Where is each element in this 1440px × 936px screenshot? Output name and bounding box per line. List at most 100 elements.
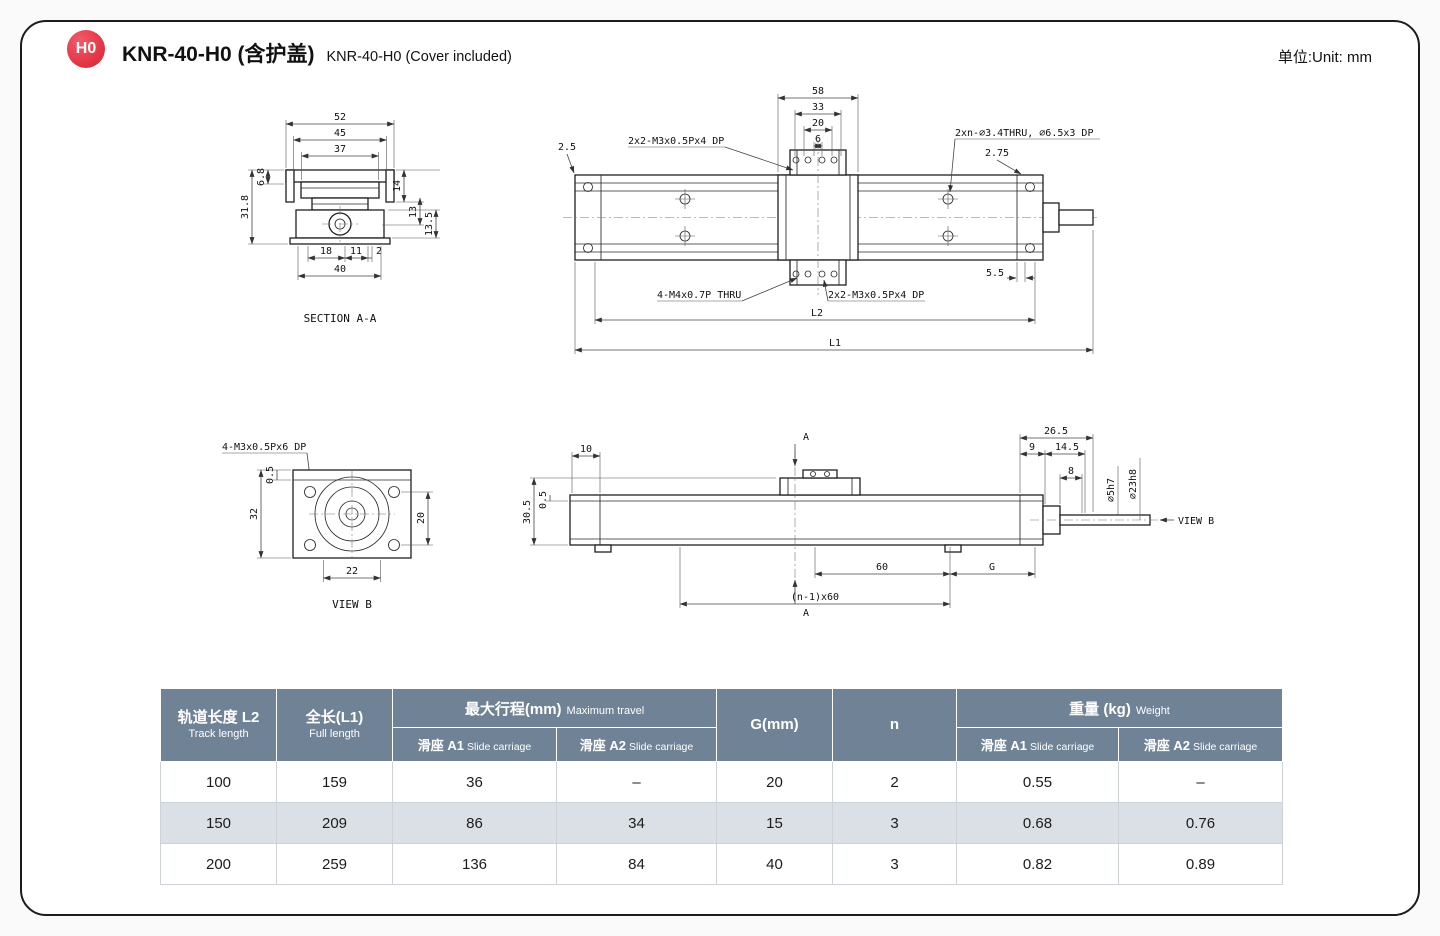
header-travel-a1-zh: 滑座 A1 [417, 737, 465, 753]
shaft-side-outline [1030, 505, 1168, 535]
view-b-pointer-label: VIEW B [1178, 516, 1214, 527]
header-max-travel-zh: 最大行程(mm) [464, 700, 562, 718]
table-row: 150 209 86 34 15 3 0.68 0.76 [160, 802, 1284, 844]
rail-side-outline [569, 494, 1044, 553]
dim-5-5: 5.5 [986, 268, 1004, 279]
header-weight-a2-en: Slide carriage [1193, 740, 1258, 753]
view-b-outline [292, 469, 412, 559]
table-row: 200 259 136 84 40 3 0.82 0.89 [160, 843, 1284, 885]
dim-L2: L2 [811, 308, 823, 319]
table-row: 100 159 36 – 20 2 0.55 – [160, 761, 1284, 803]
dim-37: 37 [334, 144, 346, 155]
section-aa-outline [285, 169, 395, 245]
header-max-travel: 最大行程(mm)Maximum travel [391, 688, 718, 728]
section-aa-caption: SECTION A-A [304, 312, 377, 325]
dim-0-5: 0.5 [265, 466, 276, 484]
dim-6-8: 6.8 [256, 168, 267, 186]
dim-11: 11 [350, 246, 362, 257]
dim-45: 45 [334, 128, 346, 139]
spec-cell: 0.82 [956, 843, 1120, 885]
label-thread-view-b: 4-M3x0.5Px6 DP [222, 442, 306, 453]
dim-6: 6 [815, 134, 821, 145]
rail-mounting-holes [675, 189, 958, 246]
dim-13-5: 13.5 [424, 212, 435, 236]
header-full-length: 全长(L1) Full length [276, 688, 393, 762]
dim-2: 2 [376, 246, 382, 257]
header-full-length-en: Full length [309, 727, 360, 740]
view-b-drawing: 4-M3x0.5Px6 DP 32 0.5 [222, 442, 433, 611]
dim-G: G [989, 562, 995, 573]
header-weight-a2-zh: 滑座 A2 [1143, 737, 1191, 753]
section-cut-marks: A A [792, 432, 809, 619]
header-n-label: n [889, 716, 900, 733]
header-travel-a1-en: Slide carriage [467, 740, 532, 753]
dim-58: 58 [812, 86, 824, 97]
spec-cell: 100 [160, 761, 277, 803]
spec-cell: 0.55 [956, 761, 1120, 803]
dim-14-5: 14.5 [1055, 442, 1079, 453]
header-travel-a2-en: Slide carriage [629, 740, 694, 753]
model-badge: H0 [67, 30, 105, 68]
header-track-length-zh: 轨道长度 L2 [177, 708, 260, 726]
spec-cell: 84 [555, 843, 718, 885]
spec-cell: 36 [392, 761, 557, 803]
dim-8: 8 [1068, 466, 1074, 477]
header-weight-a1-en: Slide carriage [1030, 740, 1095, 753]
header-full-length-zh: 全长(L1) [305, 708, 364, 726]
spec-cell: 86 [392, 802, 557, 844]
label-thread-bottom-left: 4-M4x0.7P THRU [657, 290, 741, 301]
spec-cell: 209 [276, 802, 393, 844]
spec-cell: 150 [160, 802, 277, 844]
top-view-dimensions: 58 33 20 6 2.5 2x2-M3x0.5Px4 DP 2xn-∅3.4… [558, 86, 1100, 354]
dim-n-1-x60: (n-1)x60 [791, 592, 839, 603]
dim-13: 13 [408, 206, 419, 218]
section-aa-drawing: 52 45 37 31.8 6.8 14 13 1 [240, 112, 440, 325]
dim-18: 18 [320, 246, 332, 257]
dim-20-view-b: 20 [416, 512, 427, 524]
dim-26-5: 26.5 [1044, 426, 1068, 437]
label-thread-top-left: 2x2-M3x0.5Px4 DP [628, 136, 724, 147]
dim-30-5: 30.5 [522, 500, 533, 524]
dim-0-5-side: 0.5 [538, 491, 549, 509]
spec-cell: 34 [555, 802, 718, 844]
view-b-caption: VIEW B [332, 598, 372, 611]
dim-32: 32 [249, 508, 260, 520]
spec-cell: – [1118, 761, 1284, 803]
dim-22: 22 [346, 566, 358, 577]
header-g: G(mm) [716, 688, 834, 762]
spec-cell: 136 [392, 843, 557, 885]
section-aa-dimensions: 52 45 37 31.8 6.8 14 13 1 [240, 112, 440, 280]
header-travel-a2-zh: 滑座 A2 [579, 737, 627, 753]
dim-31-8: 31.8 [240, 195, 251, 219]
view-b-dimensions: 32 0.5 20 22 [249, 466, 433, 582]
spec-cell: 3 [832, 843, 958, 885]
label-hole-top-right: 2xn-∅3.4THRU, ∅6.5x3 DP [955, 128, 1093, 139]
dim-2-5: 2.5 [558, 142, 576, 153]
spec-cell: 40 [716, 843, 834, 885]
header-weight: 重量 (kg) Weight [956, 688, 1284, 728]
section-a-bottom-label: A [803, 608, 809, 619]
spec-cell: 2 [832, 761, 958, 803]
dim-10: 10 [580, 444, 592, 455]
header-weight-zh: 重量 (kg) [1069, 700, 1131, 718]
dim-40: 40 [334, 264, 346, 275]
header-weight-en: Weight [1135, 704, 1170, 717]
page-header: KNR-40-H0 (含护盖) KNR-40-H0 (Cover include… [122, 38, 512, 68]
dim-L1: L1 [829, 338, 841, 349]
top-view-drawing: 58 33 20 6 2.5 2x2-M3x0.5Px4 DP 2xn-∅3.4… [558, 86, 1100, 354]
dim-dia-5h7: ∅5h7 [1106, 478, 1117, 502]
spec-cell: 200 [160, 843, 277, 885]
page-subtitle: KNR-40-H0 (Cover included) [326, 49, 512, 65]
spec-cell: 0.76 [1118, 802, 1284, 844]
spec-table: 轨道长度 L2 Track length 全长(L1) Full length … [160, 688, 1284, 885]
label-thread-bottom-right: 2x2-M3x0.5Px4 DP [828, 290, 924, 301]
datasheet-card: H0 KNR-40-H0 (含护盖) KNR-40-H0 (Cover incl… [20, 20, 1420, 916]
spec-cell: 15 [716, 802, 834, 844]
carriage-side-outline [779, 469, 861, 496]
dim-60: 60 [876, 562, 888, 573]
spec-cell: 259 [276, 843, 393, 885]
